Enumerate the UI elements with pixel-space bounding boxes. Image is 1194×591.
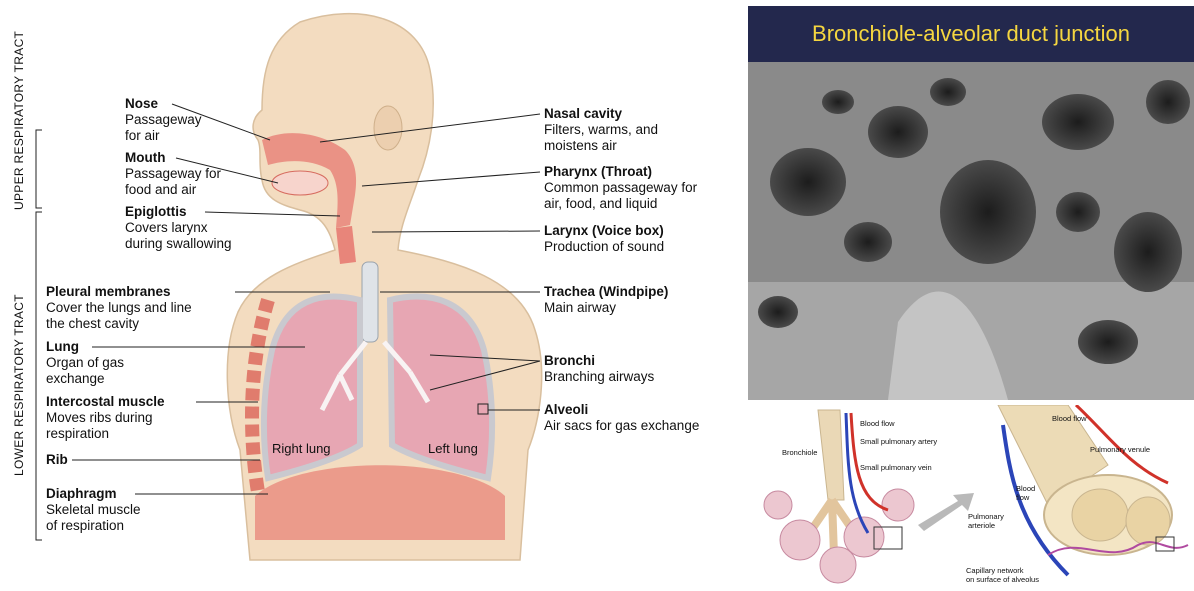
label-rib: Rib — [46, 452, 68, 468]
blood-flow-label-2: Blood flow — [1052, 414, 1087, 423]
lower-tract-label: LOWER RESPIRATORY TRACT — [12, 294, 26, 476]
blood-flow-label-1: Blood flow — [860, 419, 895, 428]
tract-brackets — [36, 130, 42, 540]
micrograph-title: Bronchiole-alveolar duct junction — [748, 6, 1194, 62]
small-artery-label: Small pulmonary artery — [860, 437, 937, 446]
label-trachea: Trachea (Windpipe)Main airway — [544, 284, 668, 316]
trachea-shape — [362, 262, 378, 342]
right-lung-label: Right lung — [272, 441, 331, 457]
pulmonary-venule-label: Pulmonary venule — [1090, 445, 1150, 454]
left-lung-label: Left lung — [428, 441, 478, 457]
upper-tract-label: UPPER RESPIRATORY TRACT — [12, 31, 26, 210]
label-larynx: Larynx (Voice box)Production of sound — [544, 223, 664, 255]
bronchiole-label: Bronchiole — [782, 448, 817, 457]
micrograph-image — [748, 62, 1194, 400]
alveolus-diagram — [748, 405, 1194, 591]
small-vein-label: Small pulmonary vein — [860, 463, 932, 472]
